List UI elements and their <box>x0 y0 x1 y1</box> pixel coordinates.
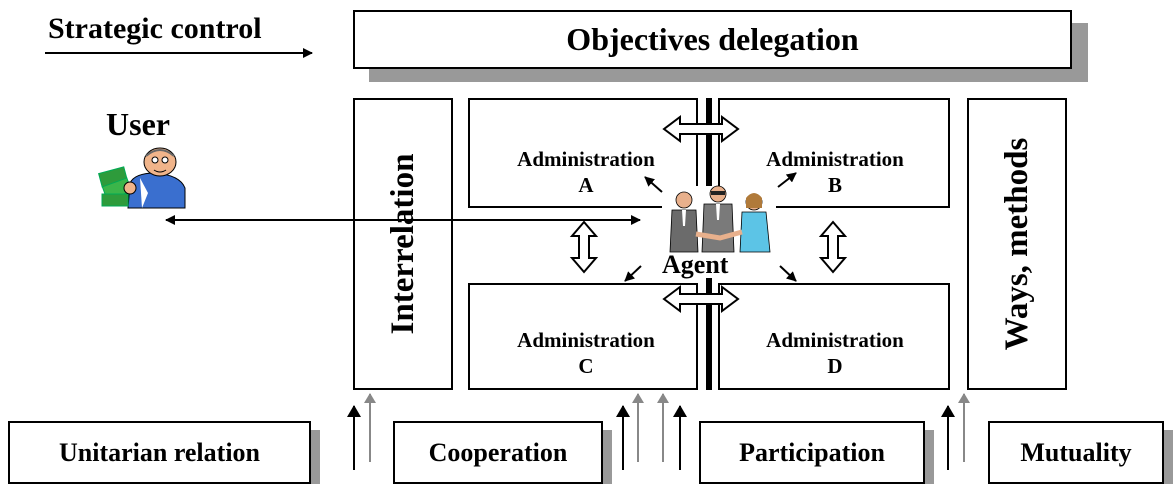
administration-c-letter: C <box>578 354 594 378</box>
administration-c-label: Administration C <box>496 327 676 379</box>
user-with-money-icon <box>98 147 186 209</box>
objectives-label: Objectives delegation <box>566 21 859 57</box>
unitarian-relation-box: Unitarian relation <box>8 421 311 484</box>
administration-a-letter: A <box>578 173 594 197</box>
mutuality-label: Mutuality <box>1020 437 1132 467</box>
double-arrow-ab <box>662 115 740 143</box>
handshake-people-icon <box>669 185 771 253</box>
administration-b-title: Administration <box>766 147 904 171</box>
mutuality-box: Mutuality <box>988 421 1164 484</box>
administration-a-label: Administration A <box>496 146 676 198</box>
agent-to-a-arrow <box>644 176 663 193</box>
objectives-box: Objectives delegation <box>353 10 1072 69</box>
ways-methods-box <box>967 98 1067 390</box>
participation-label: Participation <box>739 437 885 467</box>
interrelation-box <box>353 98 453 390</box>
double-arrow-cd <box>662 285 740 313</box>
cooperation-label: Cooperation <box>428 437 568 467</box>
administration-a-box <box>468 98 698 208</box>
strategic-control-label: Strategic control <box>48 12 262 45</box>
double-arrow-ac <box>569 220 599 274</box>
administration-a-title: Administration <box>517 147 655 171</box>
agent-label: Agent <box>662 250 729 279</box>
administration-b-letter: B <box>827 173 842 197</box>
agent-to-b-arrow <box>777 172 797 188</box>
double-arrow-bd <box>818 220 848 274</box>
administration-d-letter: D <box>827 354 843 378</box>
administration-d-box <box>718 283 950 390</box>
agent-to-c-arrow <box>624 265 642 282</box>
administration-b-label: Administration B <box>745 146 925 198</box>
administration-c-title: Administration <box>517 328 655 352</box>
administration-d-label: Administration D <box>745 327 925 379</box>
administration-c-box <box>468 283 698 390</box>
user-label: User <box>106 106 170 142</box>
unitarian-relation-label: Unitarian relation <box>58 437 261 467</box>
participation-box: Participation <box>699 421 925 484</box>
bottom-arrows <box>347 393 970 470</box>
administration-d-title: Administration <box>766 328 904 352</box>
agent-to-d-arrow <box>779 265 797 282</box>
cooperation-box: Cooperation <box>393 421 603 484</box>
